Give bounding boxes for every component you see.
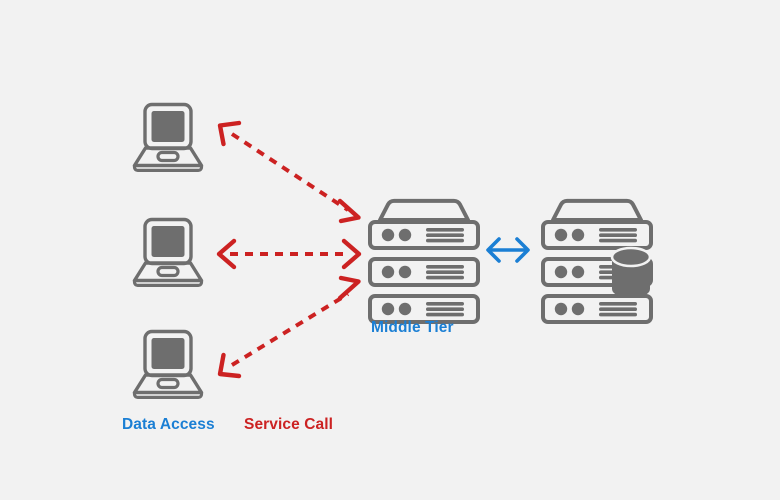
legend-service-call-label: Service Call [244, 416, 333, 433]
service-call-bottom-arrow [217, 275, 361, 379]
middle-tier-label: Middle Tier [371, 319, 454, 336]
service-call-middle-arrow [216, 238, 362, 270]
legend-data-access-label: Data Access [122, 416, 215, 433]
database-cylinder [610, 246, 652, 300]
client-laptop-bottom[interactable] [132, 329, 204, 400]
middle-tier-server[interactable] [370, 201, 478, 322]
service-call-top-arrow [217, 120, 361, 224]
database-server[interactable] [543, 201, 651, 322]
client-laptop-middle[interactable] [132, 217, 204, 288]
client-laptop-top[interactable] [132, 102, 204, 173]
data-access-arrow [486, 237, 530, 263]
